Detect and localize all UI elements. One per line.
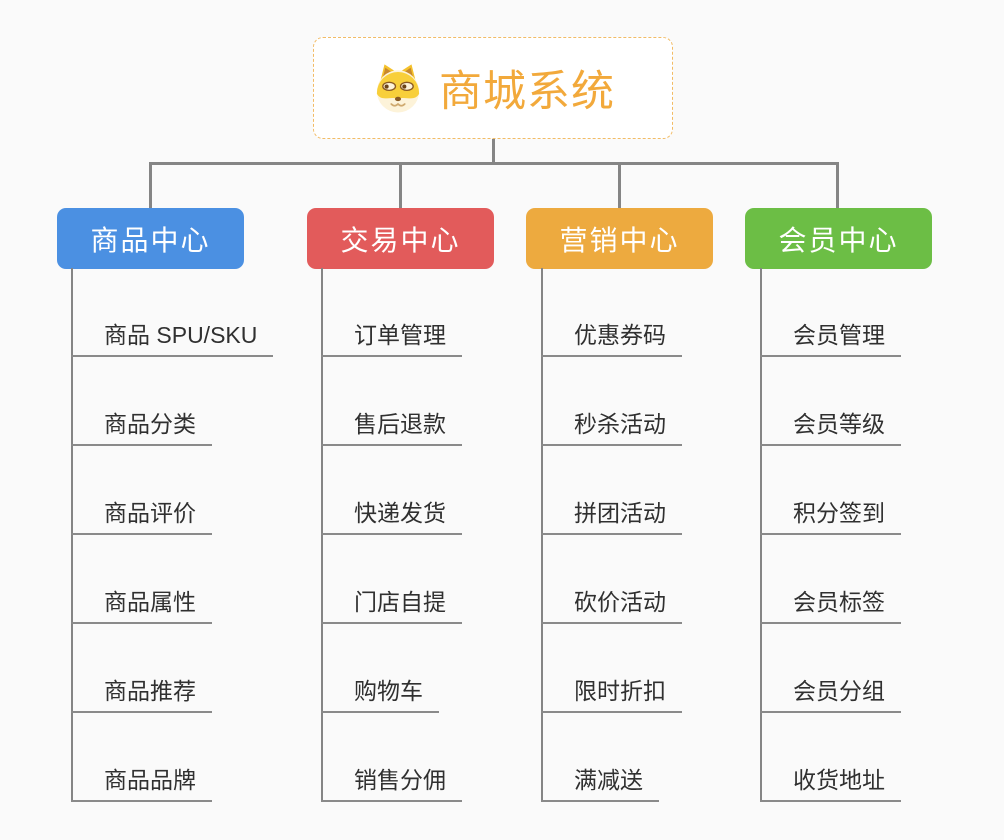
leaf-node[interactable]: 满减送 bbox=[541, 756, 659, 802]
leaf-node[interactable]: 优惠券码 bbox=[541, 311, 682, 357]
leaf-node[interactable]: 拼团活动 bbox=[541, 489, 682, 535]
connector-drop-branch-3 bbox=[836, 162, 839, 209]
spine-branch-0 bbox=[71, 268, 73, 802]
branch-node-trade-center[interactable]: 交易中心 bbox=[307, 208, 494, 269]
leaf-node[interactable]: 商品品牌 bbox=[71, 756, 212, 802]
connector-drop-branch-1 bbox=[399, 162, 402, 209]
branch-label: 会员中心 bbox=[778, 224, 899, 256]
root-title: 商城系统 bbox=[439, 68, 615, 116]
branch-node-marketing-center[interactable]: 营销中心 bbox=[526, 208, 713, 269]
connector-bus bbox=[149, 162, 839, 165]
connector-root-drop bbox=[492, 139, 495, 164]
branch-node-member-center[interactable]: 会员中心 bbox=[745, 208, 932, 269]
leaf-node[interactable]: 购物车 bbox=[321, 667, 439, 713]
leaf-node[interactable]: 秒杀活动 bbox=[541, 400, 682, 446]
branch-node-product-center[interactable]: 商品中心 bbox=[57, 208, 244, 269]
branch-label: 商品中心 bbox=[90, 224, 211, 256]
leaf-node[interactable]: 订单管理 bbox=[321, 311, 462, 357]
branch-label: 营销中心 bbox=[559, 224, 680, 256]
leaf-node[interactable]: 商品评价 bbox=[71, 489, 212, 535]
leaf-node[interactable]: 商品推荐 bbox=[71, 667, 212, 713]
doge-dog-icon bbox=[376, 64, 420, 113]
leaf-node[interactable]: 售后退款 bbox=[321, 400, 462, 446]
leaf-node[interactable]: 会员管理 bbox=[760, 311, 901, 357]
leaf-node[interactable]: 砍价活动 bbox=[541, 578, 682, 624]
leaf-node[interactable]: 商品 SPU/SKU bbox=[71, 311, 274, 357]
spine-branch-1 bbox=[321, 268, 323, 802]
leaf-node[interactable]: 会员标签 bbox=[760, 578, 901, 624]
root-node[interactable]: 商城系统 bbox=[313, 37, 673, 139]
leaf-node[interactable]: 限时折扣 bbox=[541, 667, 682, 713]
leaf-node[interactable]: 收货地址 bbox=[760, 756, 901, 802]
connector-drop-branch-0 bbox=[149, 162, 152, 209]
leaf-node[interactable]: 积分签到 bbox=[760, 489, 901, 535]
leaf-node[interactable]: 商品属性 bbox=[71, 578, 212, 624]
leaf-node[interactable]: 快递发货 bbox=[321, 489, 462, 535]
leaf-node[interactable]: 门店自提 bbox=[321, 578, 462, 624]
spine-branch-3 bbox=[760, 268, 762, 802]
leaf-node[interactable]: 会员分组 bbox=[760, 667, 901, 713]
leaf-node[interactable]: 商品分类 bbox=[71, 400, 212, 446]
leaf-node[interactable]: 会员等级 bbox=[760, 400, 901, 446]
branch-label: 交易中心 bbox=[340, 224, 461, 256]
connector-drop-branch-2 bbox=[618, 162, 621, 209]
spine-branch-2 bbox=[541, 268, 543, 802]
leaf-node[interactable]: 销售分佣 bbox=[321, 756, 462, 802]
